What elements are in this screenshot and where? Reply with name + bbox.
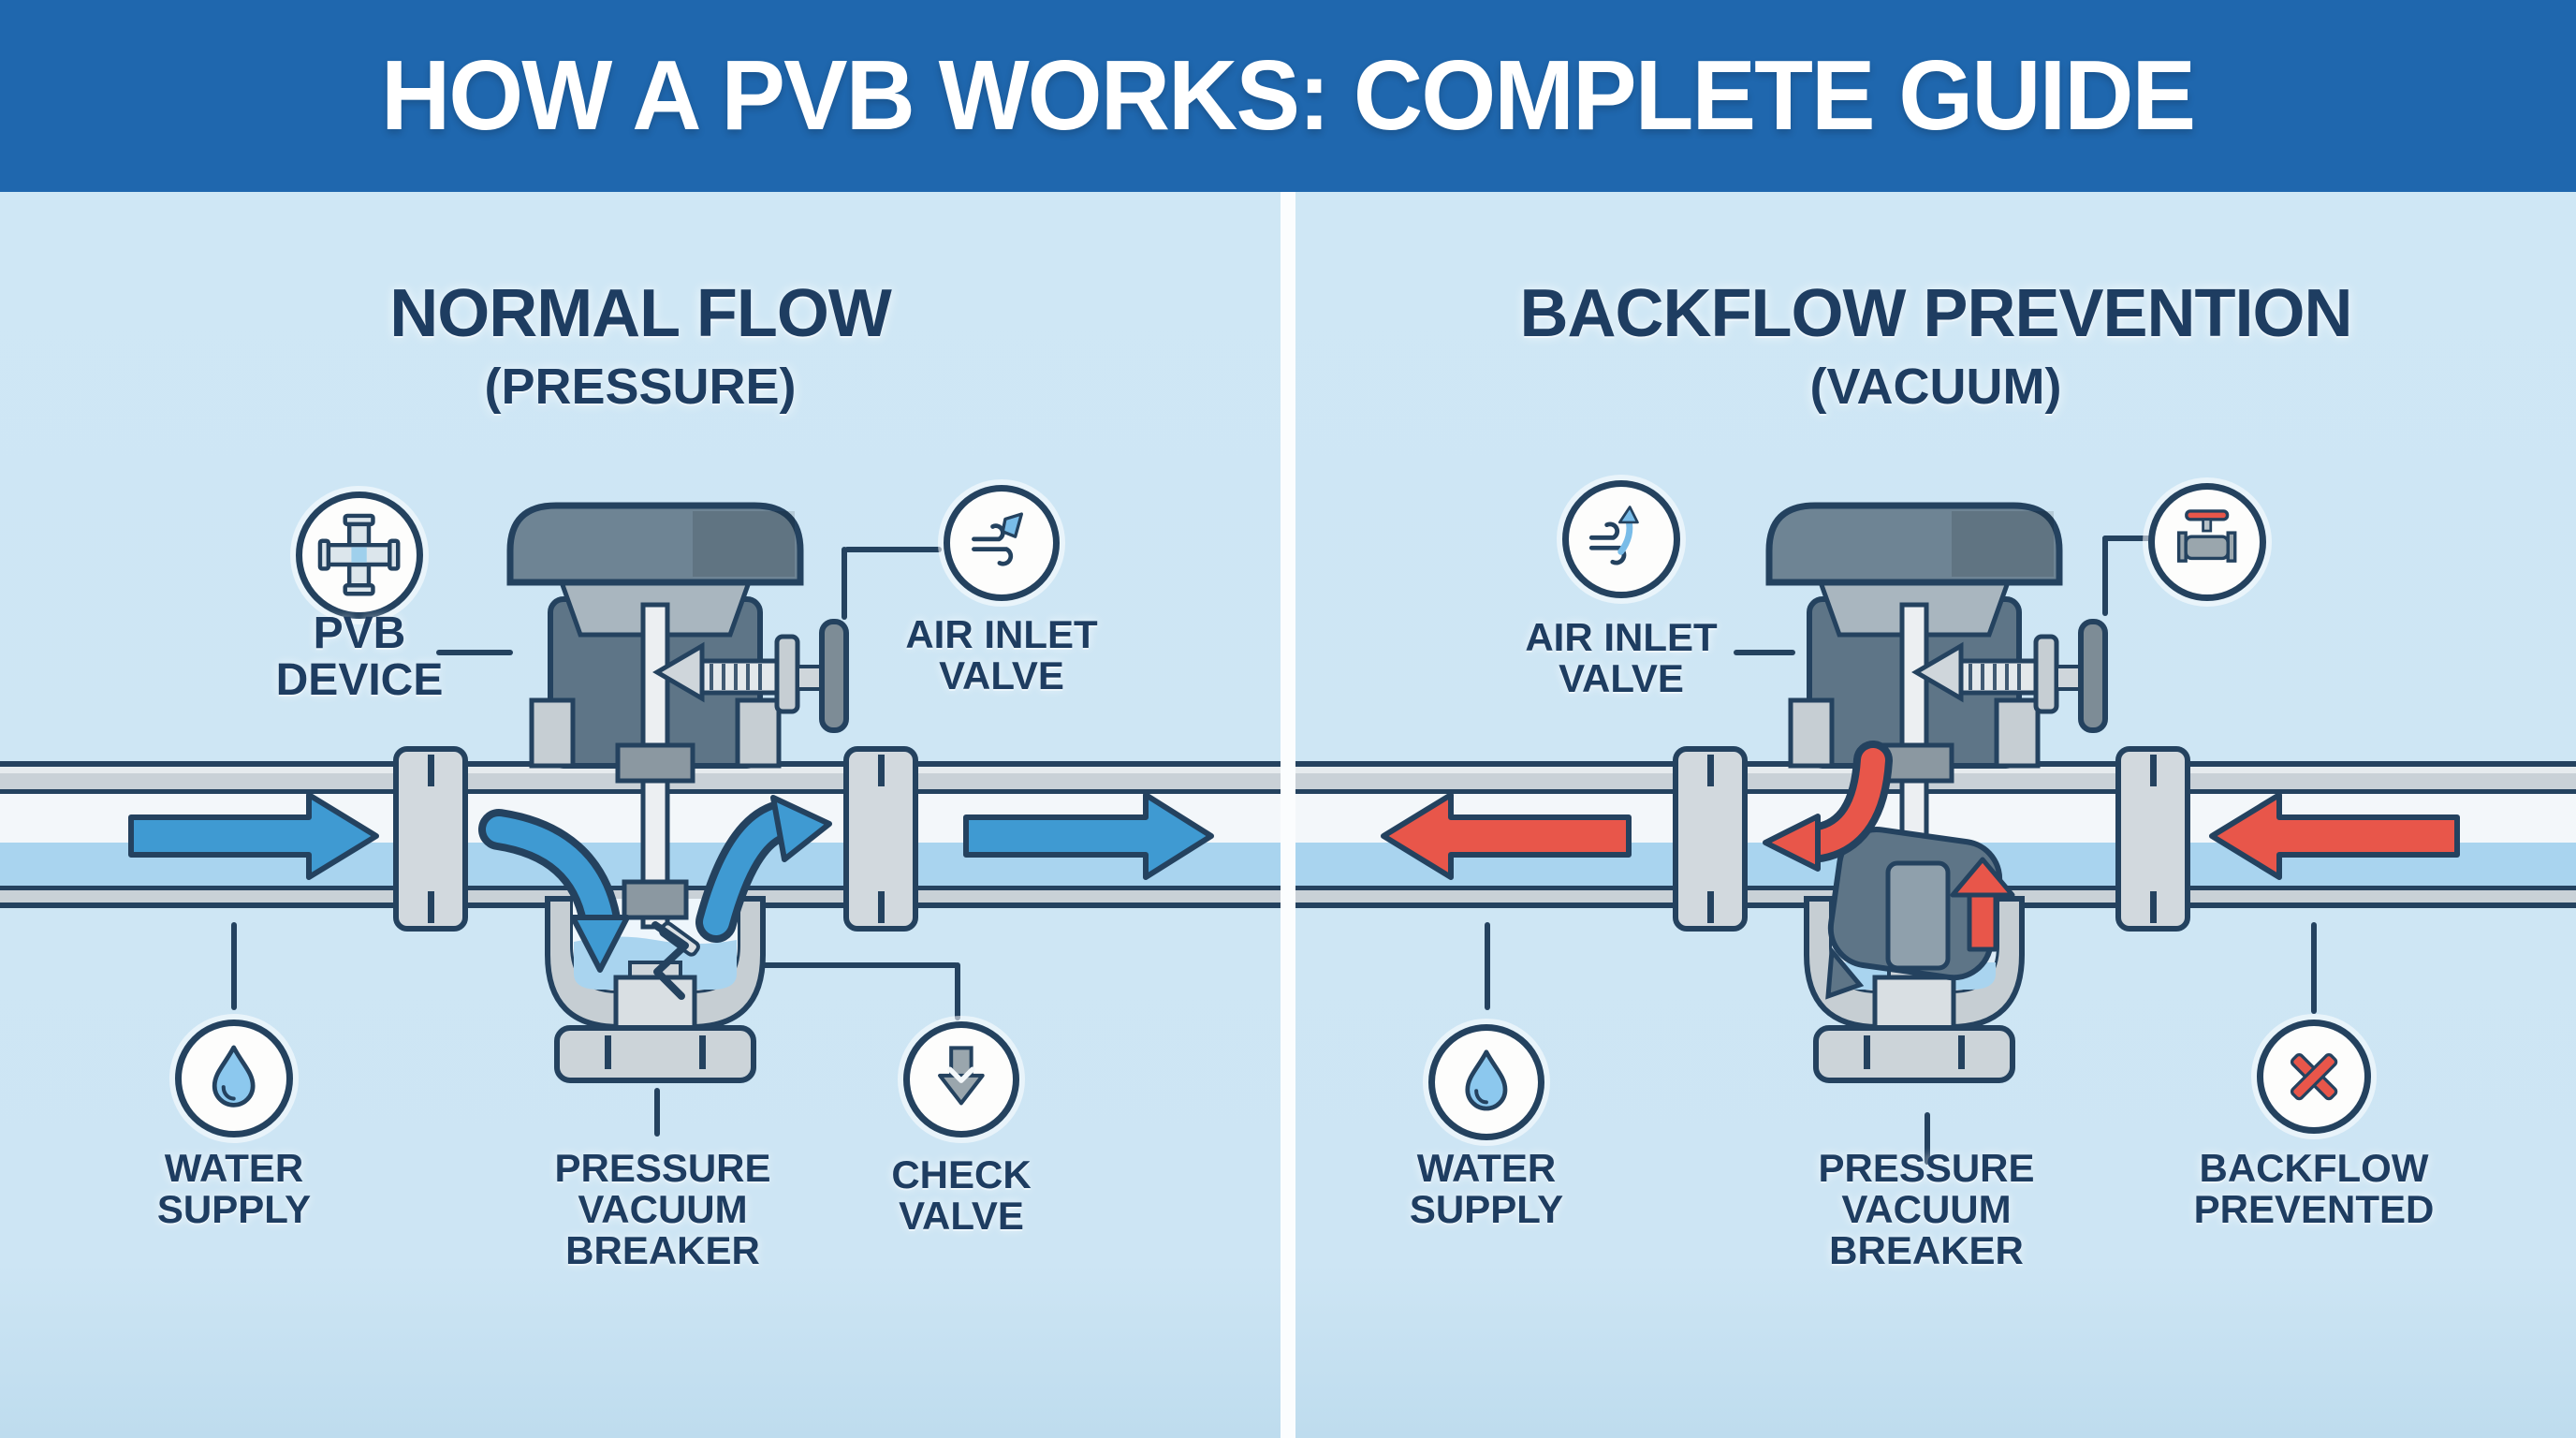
pvb-device-badge (296, 492, 423, 619)
label-line: BREAKER (1829, 1228, 2024, 1272)
water-drop-icon (1465, 1049, 1508, 1111)
water-supply-badge-left (175, 1020, 293, 1137)
connector-shutoff-valve-h (2102, 536, 2151, 541)
connector-air-inlet-left-v (842, 547, 847, 620)
check-valve-arrow-icon (938, 1046, 985, 1106)
blocked-backflow-arrow (1967, 888, 1998, 952)
panel-divider (1281, 192, 1295, 1438)
page-title: HOW A PVB WORKS: COMPLETE GUIDE (381, 40, 2196, 151)
label-pressure-vacuum-breaker-left: PRESSURE VACUUM BREAKER (554, 1148, 770, 1271)
label-water-supply-right: WATER SUPPLY (1410, 1148, 1563, 1230)
device-base (1813, 1025, 2015, 1083)
valve-handle (819, 619, 849, 733)
connector-pvb-breaker-left (654, 1088, 660, 1137)
connector-air-inlet-right (1734, 650, 1795, 655)
label-line: SUPPLY (1409, 1187, 1564, 1231)
pvb-device-drawing (1765, 502, 2108, 1083)
label-line: WATER (1416, 1146, 1557, 1190)
diagram-backflow-prevention (1295, 502, 2576, 1083)
label-line: PRESSURE (1818, 1146, 2035, 1190)
air-inlet-valve-drawing (652, 619, 849, 733)
label-pressure-vacuum-breaker-right: PRESSURE VACUUM BREAKER (1818, 1148, 2034, 1271)
label-line: SUPPLY (156, 1187, 312, 1231)
flow-arrows (128, 792, 1214, 973)
shutoff-valve-badge (2148, 483, 2266, 601)
connector-water-supply-left (231, 922, 237, 1010)
heading-normal-flow: NORMAL FLOW (PRESSURE) (389, 275, 892, 416)
connector-shutoff-valve-v (2102, 536, 2108, 616)
device-cap (506, 502, 804, 586)
open-check-valve-linkage (651, 921, 700, 1000)
device-pedestal (1872, 975, 1956, 1031)
closed-check-valve-poppet (1825, 827, 2003, 1000)
label-line: PREVENTED (2193, 1187, 2435, 1231)
label-pvb-device: PVB DEVICE (276, 610, 444, 704)
x-mark-icon (2290, 1052, 2338, 1101)
backflow-curve-arrow (1808, 748, 1885, 855)
wind-icon (972, 512, 1024, 566)
label-air-inlet-valve-left: AIR INLET VALVE (905, 614, 1097, 697)
label-line: VALVE (939, 653, 1064, 697)
flow-arrow-down-curve (486, 816, 613, 932)
flow-arrow-outlet (963, 792, 1214, 880)
pipe-flanges (393, 746, 918, 932)
label-line: PRESSURE (554, 1146, 771, 1190)
valve-handle (2078, 619, 2108, 733)
header: HOW A PVB WORKS: COMPLETE GUIDE (0, 0, 2576, 192)
label-water-supply-left: WATER SUPPLY (157, 1148, 311, 1230)
connector-air-inlet-left (844, 547, 942, 552)
connector-check-valve-v (955, 962, 960, 1020)
pipe-flanges (1673, 746, 2190, 932)
pvb-cross-fitting-icon (318, 514, 401, 596)
label-line: BREAKER (565, 1228, 760, 1272)
label-line: AIR INLET (1525, 615, 1718, 659)
device-pedestal (613, 975, 697, 1031)
water-drop-icon (212, 1045, 256, 1108)
subheading-line: (VACUUM) (1809, 359, 2062, 415)
water-supply-badge-right (1428, 1024, 1544, 1140)
diagram-normal-flow (0, 502, 1281, 1083)
label-line: AIR INLET (905, 612, 1098, 656)
check-valve-badge (903, 1021, 1019, 1137)
backflow-arrow-left (1381, 792, 1632, 880)
connector-pvb-device (436, 650, 513, 655)
backflow-arrow-right (2209, 792, 2460, 880)
connector-backflow-prevented (2311, 922, 2317, 1014)
label-line: VALVE (1559, 656, 1684, 700)
device-base (554, 1025, 756, 1083)
heading-line: NORMAL FLOW (389, 276, 892, 351)
label-line: VACUUM (578, 1187, 748, 1231)
label-line: CHECK (891, 1152, 1032, 1196)
flow-arrow-inlet (128, 792, 379, 880)
label-line: VALVE (899, 1194, 1024, 1238)
wind-up-arrow-icon (1589, 506, 1640, 565)
backflow-prevented-badge (2257, 1020, 2371, 1134)
connector-check-valve-h (760, 962, 959, 968)
label-line: PVB (313, 609, 406, 658)
device-cap (1765, 502, 2063, 586)
label-line: WATER (164, 1146, 304, 1190)
heading-line: BACKFLOW PREVENTION (1519, 276, 2353, 351)
gate-valve-icon (2177, 509, 2237, 564)
heading-backflow-prevention: BACKFLOW PREVENTION (VACUUM) (1519, 275, 2353, 416)
label-backflow-prevented: BACKFLOW PREVENTED (2194, 1148, 2435, 1230)
air-inlet-valve-badge-left (944, 485, 1060, 601)
flow-arrows (1381, 741, 2460, 952)
connector-water-supply-right (1485, 922, 1490, 1010)
label-air-inlet-valve-right: AIR INLET VALVE (1525, 617, 1717, 699)
flow-arrow-up-curve (703, 809, 790, 935)
subheading-line: (PRESSURE) (484, 359, 797, 415)
connector-pvb-breaker-right (1925, 1112, 1930, 1165)
label-line: VACUUM (1841, 1187, 2012, 1231)
label-line: DEVICE (275, 655, 444, 705)
air-inlet-valve-drawing (1911, 619, 2108, 733)
air-inlet-valve-badge-right (1562, 480, 1680, 598)
label-check-valve: CHECK VALVE (891, 1154, 1031, 1237)
label-line: BACKFLOW (2199, 1146, 2429, 1190)
